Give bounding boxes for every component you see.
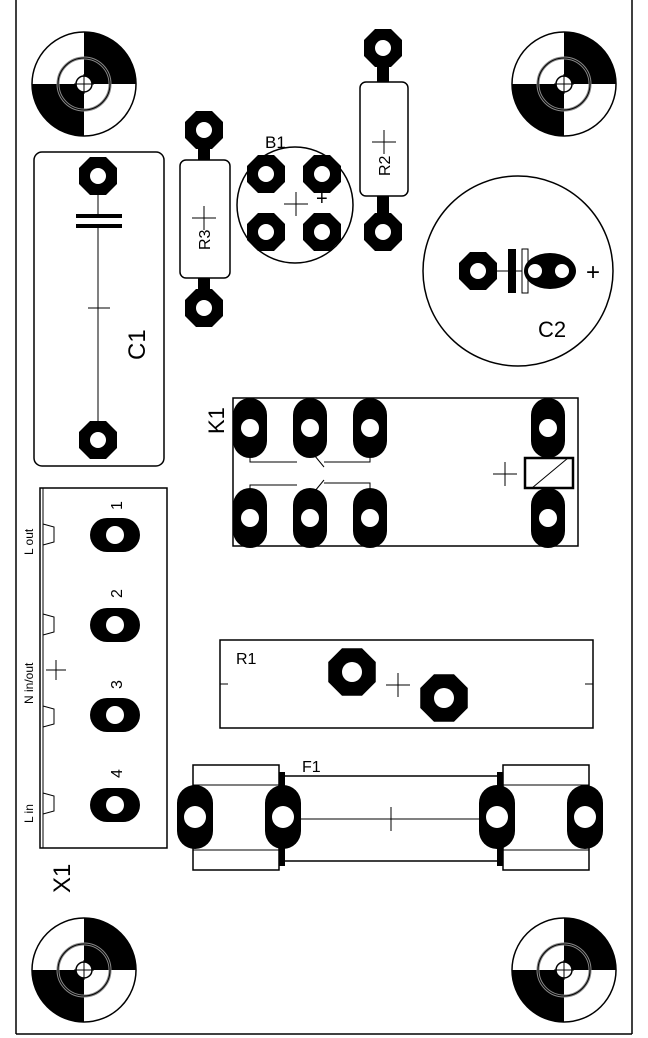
fuse-f1[interactable]: F1 xyxy=(177,759,603,871)
c2-label: C2 xyxy=(538,317,566,342)
r3-label: R3 xyxy=(197,229,214,250)
r1-label: R1 xyxy=(236,651,257,668)
b1-minus-marker: - xyxy=(259,203,266,225)
capacitor-c2[interactable]: + C2 xyxy=(422,175,614,367)
c2-polarity-marker: + xyxy=(586,259,600,286)
resistor-r1[interactable]: R1 xyxy=(219,639,594,729)
relay-k1[interactable]: K1 xyxy=(204,397,579,548)
r2-label: R2 xyxy=(377,155,394,176)
c1-label: C1 xyxy=(124,329,151,360)
mounting-hole-top-left xyxy=(30,30,138,138)
f1-label: F1 xyxy=(302,759,321,776)
mounting-hole-top-right xyxy=(510,30,618,138)
k1-label: K1 xyxy=(204,407,229,434)
resistor-r2[interactable]: R2 xyxy=(359,29,409,251)
x1-pin4-name: L in xyxy=(22,804,36,823)
capacitor-c1[interactable]: C1 xyxy=(33,151,165,467)
x1-pin4-number: 4 xyxy=(109,769,126,778)
mounting-hole-bottom-left xyxy=(30,916,138,1024)
board-outline xyxy=(15,0,633,1035)
x1-pin1-name: L out xyxy=(22,528,36,555)
mounting-hole-bottom-right xyxy=(510,916,618,1024)
resistor-r3[interactable]: R3 xyxy=(179,111,231,327)
x1-label: X1 xyxy=(49,864,76,893)
bridge-rectifier-b1[interactable]: B1 + - xyxy=(236,133,354,264)
x1-pin2-number: 2 xyxy=(109,589,126,598)
terminal-block-x1[interactable]: 1 2 3 4 L out N in/out L in X1 xyxy=(22,487,168,893)
b1-plus-marker: + xyxy=(316,188,328,210)
x1-pin3-name: N in/out xyxy=(22,662,36,704)
x1-pin1-number: 1 xyxy=(109,501,126,510)
b1-label: B1 xyxy=(265,133,286,152)
x1-pin3-number: 3 xyxy=(109,680,126,689)
